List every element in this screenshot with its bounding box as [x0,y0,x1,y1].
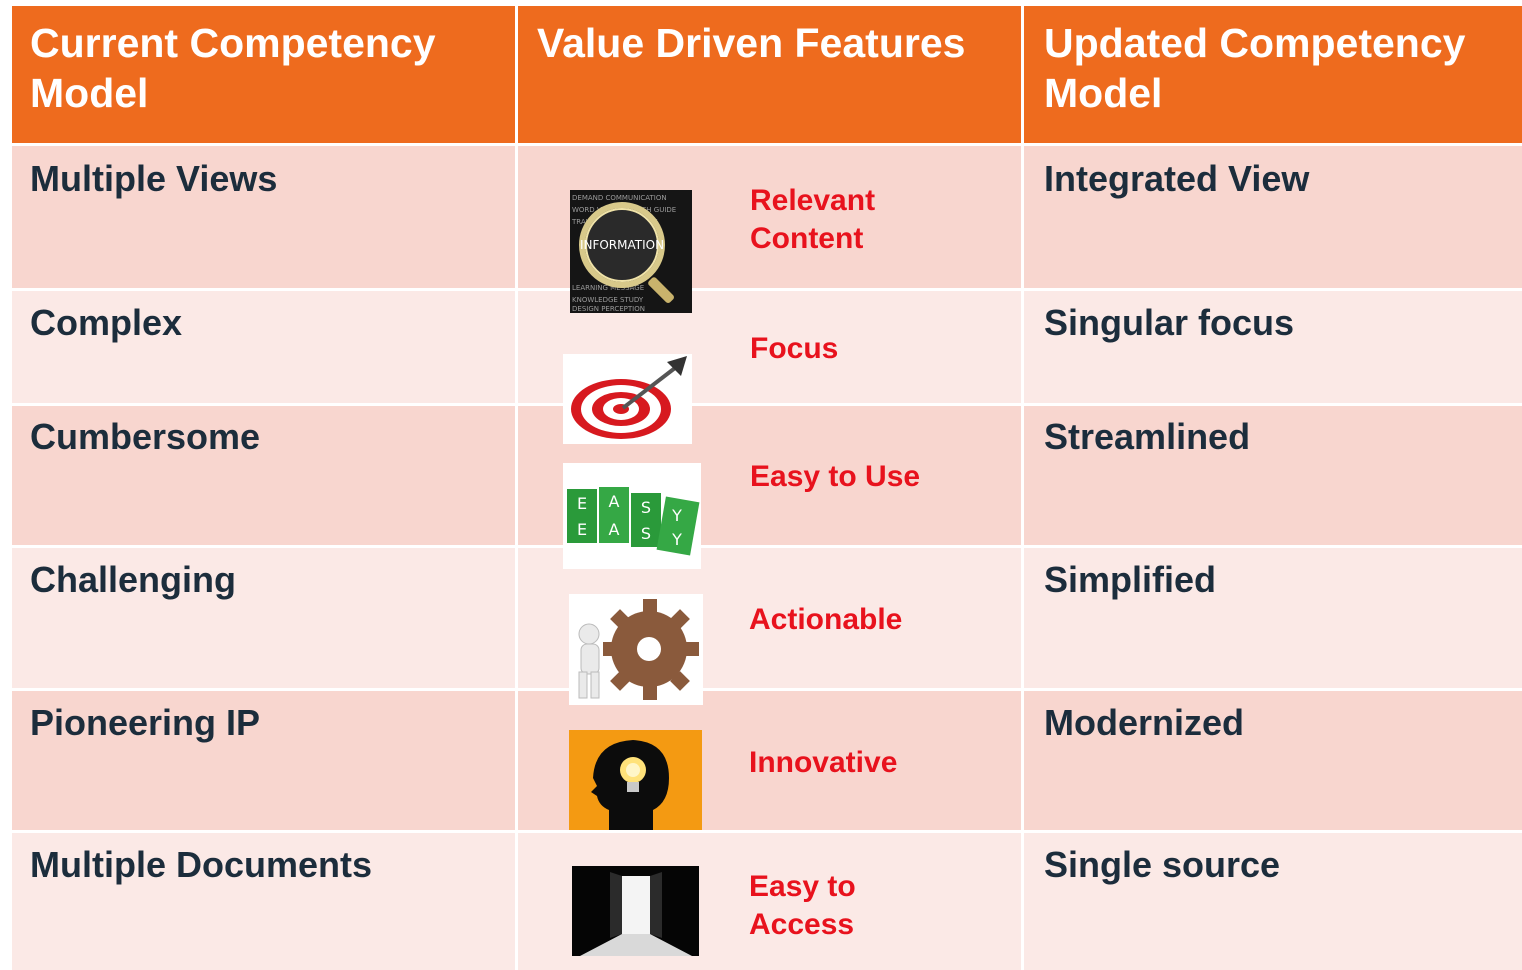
svg-text:Y: Y [671,530,682,549]
open-door-icon [572,866,699,956]
table-row: Challenging Simplified [12,547,1522,690]
updated-cell: Modernized [1044,702,1245,743]
block-letter: E [577,494,587,513]
row-divider [12,688,1522,691]
current-cell: Multiple Documents [30,844,373,885]
feature-label: Easy to Use [750,460,921,493]
svg-text:KNOWLEDGE STUDY: KNOWLEDGE STUDY [572,296,644,304]
current-cell: Challenging [30,559,236,600]
feature-label: Easy to Access [749,870,856,941]
header-updated-model: Updated Competency Model [1044,20,1466,116]
row-divider [12,288,1522,291]
block-letter: Y [671,506,682,525]
svg-text:LEARNING MESSAGE: LEARNING MESSAGE [572,284,644,292]
row-divider [12,143,1522,146]
current-cell: Cumbersome [30,416,261,457]
column-divider [1021,6,1024,970]
updated-cell: Singular focus [1044,302,1295,343]
block-letter: A [609,492,620,511]
easy-blocks-icon: E E A A S S Y Y [563,463,701,569]
feature-label: Focus [750,332,839,365]
updated-cell: Integrated View [1044,158,1310,199]
magnifier-text: INFORMATION [580,238,664,252]
svg-text:E: E [577,520,587,539]
current-cell: Multiple Views [30,158,278,199]
row-divider [12,545,1522,548]
target-dart-icon [563,354,692,444]
header-current-model: Current Competency Model [30,20,436,116]
table-row: Cumbersome Streamlined [12,404,1522,547]
person-pushing-gear-icon [569,594,703,705]
current-cell: Pioneering IP [30,702,261,743]
updated-cell: Simplified [1044,559,1217,600]
table-header: Current Competency Model Value Driven Fe… [12,6,1522,143]
block-letter: S [641,498,651,517]
svg-text:DESIGN PERCEPTION: DESIGN PERCEPTION [572,305,645,313]
updated-cell: Single source [1044,844,1281,885]
row-divider [12,830,1522,833]
magnifier-information-icon: DEMAND COMMUNICATION WORD VISION SEARCH … [570,190,692,313]
table-row: Pioneering IP Modernized [12,690,1522,832]
row-divider [12,403,1522,406]
updated-cell: Streamlined [1044,416,1251,457]
svg-text:A: A [609,520,620,539]
svg-text:DEMAND COMMUNICATION: DEMAND COMMUNICATION [572,194,667,202]
svg-text:S: S [641,524,651,543]
table-row: Complex Singular focus [12,290,1522,404]
competency-table: Current Competency Model Value Driven Fe… [12,6,1522,970]
feature-label: Innovative [749,746,898,779]
head-lightbulb-icon [569,730,702,830]
column-divider [515,6,518,970]
current-cell: Complex [30,302,183,343]
table-row: Multiple Views Integrated View [12,146,1522,290]
feature-label: Relevant Content [750,184,876,255]
table-row: Multiple Documents Single source [12,832,1522,970]
feature-label: Actionable [749,603,903,636]
header-value-features: Value Driven Features [537,20,966,66]
